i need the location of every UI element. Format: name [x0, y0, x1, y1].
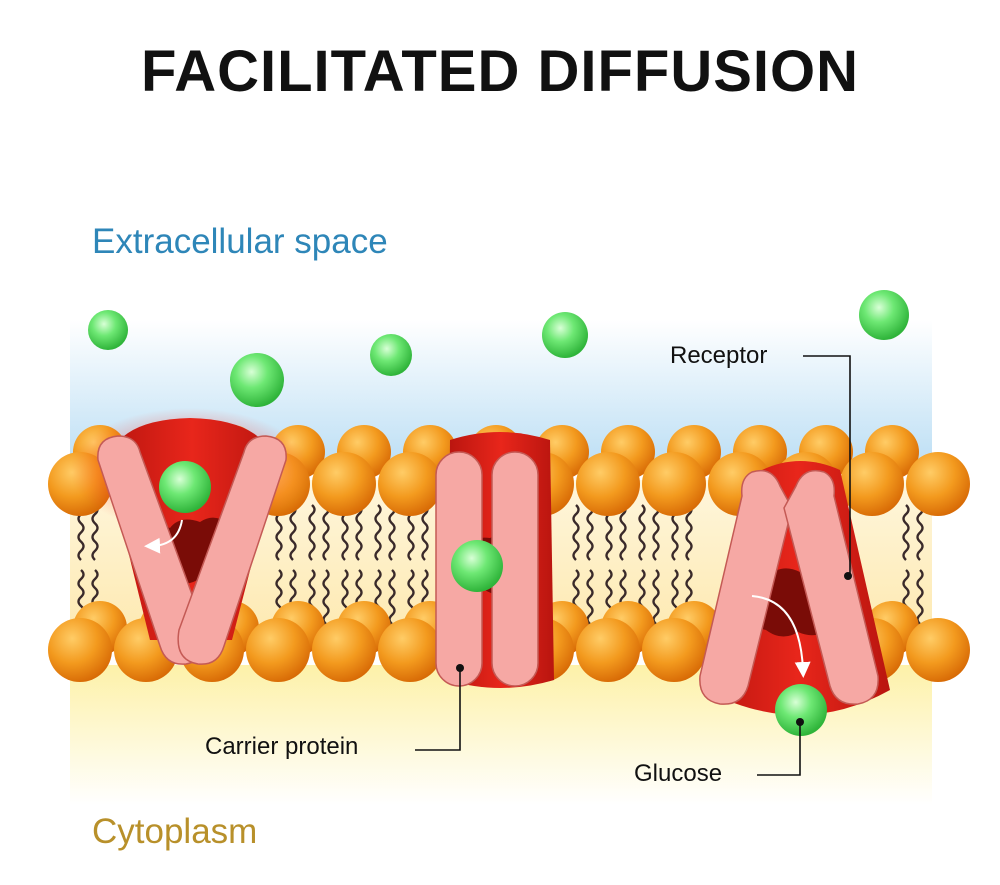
receptor-label: Receptor: [670, 342, 768, 369]
free-glucose-molecules: [88, 290, 909, 407]
protein-subunit-right: [177, 435, 287, 665]
lipid-tail: [421, 504, 429, 561]
phospholipid-head: [378, 618, 442, 682]
lipid-tail: [308, 504, 316, 561]
diagram-title: FACILITATED DIFFUSION: [140, 39, 860, 104]
glucose-molecule: [451, 540, 503, 592]
cytoplasm-label: Cytoplasm: [92, 812, 258, 851]
phospholipid-head: [642, 618, 706, 682]
glucose-callout-line: [757, 722, 801, 776]
phospholipid-head: [246, 618, 310, 682]
lipid-tail: [322, 569, 330, 625]
phospholipid-head: [312, 618, 376, 682]
glucose-molecule: [370, 334, 412, 376]
lipid-tails: [77, 504, 924, 625]
lipid-tail: [619, 504, 627, 561]
protein-subunit-right: [783, 469, 879, 705]
lipid-tail: [388, 569, 396, 625]
lipid-tail: [355, 504, 363, 561]
lipid-tail: [902, 504, 910, 561]
transport-arrow: [751, 595, 811, 678]
glucose-molecule: [159, 461, 211, 513]
glucose-molecule: [542, 312, 588, 358]
lipid-tail: [374, 504, 382, 561]
lipid-tail: [322, 504, 330, 561]
lipid-tail: [638, 504, 646, 561]
lipid-tail: [685, 504, 693, 561]
phospholipid-head: [576, 452, 640, 516]
lipid-tail: [388, 504, 396, 561]
phospholipid-head: [378, 452, 442, 516]
lipid-tail: [91, 504, 99, 561]
carrier-protein-open-inside: [699, 461, 890, 736]
protein-subunit-left: [699, 469, 793, 705]
lipid-tail: [652, 504, 660, 561]
carrier-protein-label: Carrier protein: [205, 733, 359, 760]
carrier-callout-line: [415, 668, 461, 751]
phospholipid-head: [840, 452, 904, 516]
callout-lines: [415, 355, 851, 776]
phospholipid-head: [906, 452, 970, 516]
glucose-molecule: [230, 353, 284, 407]
carrier-protein-channel: [435, 432, 554, 688]
lipid-tail: [289, 504, 297, 561]
glucose-molecule: [859, 290, 909, 340]
lipid-tail: [586, 504, 594, 561]
lipid-tail: [652, 569, 660, 625]
lipid-tail: [916, 569, 924, 625]
phospholipid-head: [312, 452, 376, 516]
transport-arrow: [144, 519, 183, 554]
extracellular-space-label: Extracellular space: [92, 222, 388, 261]
lipid-tail: [586, 569, 594, 625]
glucose-molecule: [88, 310, 128, 350]
receptor-callout-line: [803, 355, 851, 576]
lipid-tail: [572, 504, 580, 561]
phospholipid-head: [906, 618, 970, 682]
lipid-tail: [916, 504, 924, 561]
glucose-molecule: [775, 684, 827, 736]
phospholipid-head: [576, 618, 640, 682]
carrier-protein-open-outside: [70, 408, 310, 665]
phospholipid-head: [48, 618, 112, 682]
phospholipid-head: [642, 452, 706, 516]
glucose-label: Glucose: [634, 760, 723, 787]
